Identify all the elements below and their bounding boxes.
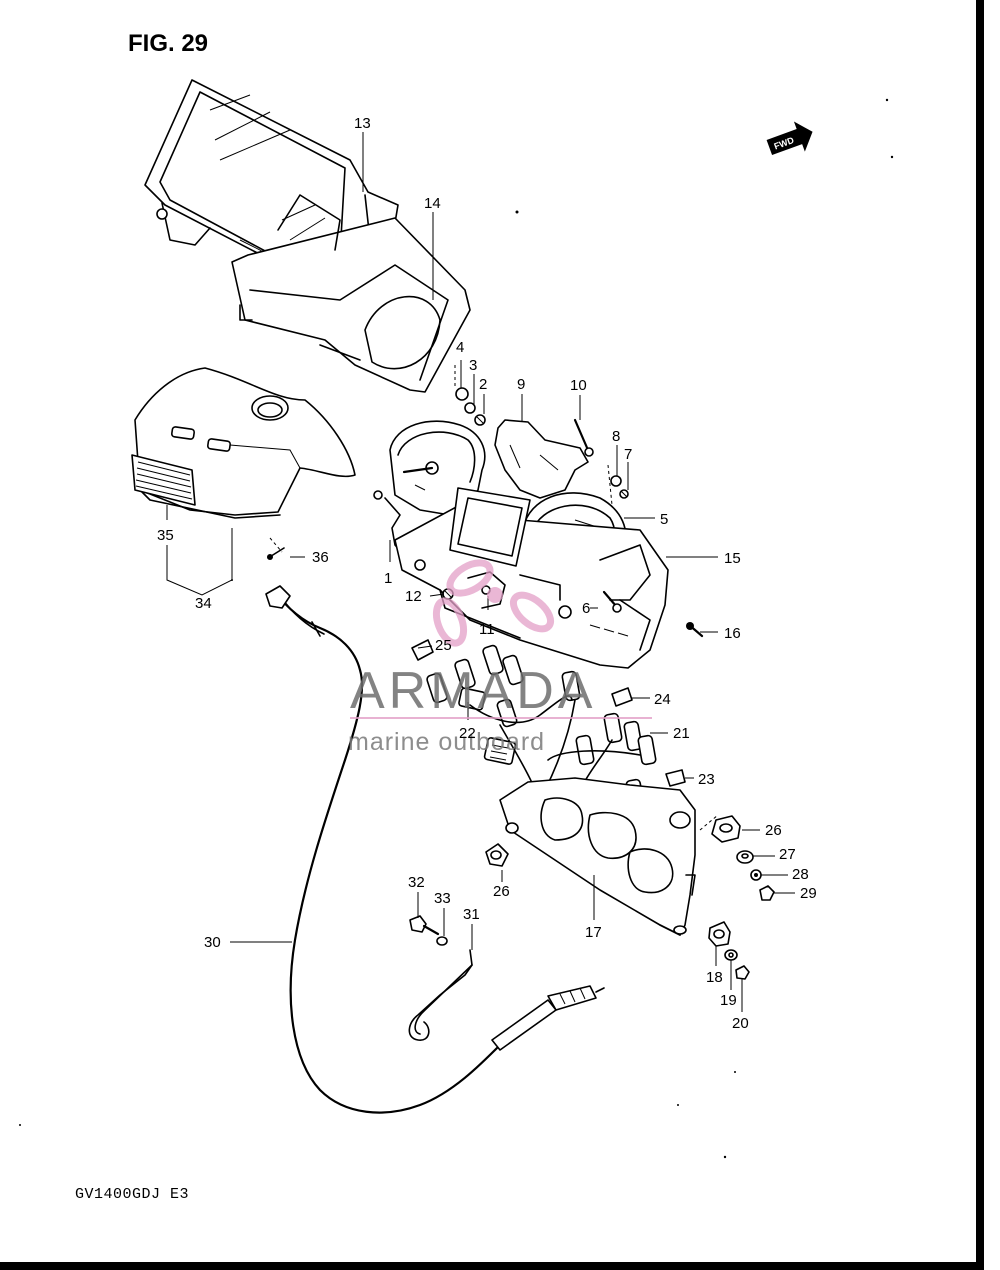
- part-24-grommet[interactable]: [611, 687, 633, 707]
- callout-4: 4: [456, 339, 464, 356]
- part-10-screw[interactable]: [573, 418, 594, 457]
- part-32-bolt[interactable]: [409, 915, 440, 936]
- part-26-grommet-left[interactable]: [485, 843, 509, 867]
- part-20-nut[interactable]: [735, 965, 750, 980]
- callout-10: 10: [570, 377, 587, 394]
- part-2-screw[interactable]: [474, 414, 486, 426]
- callout-31: 31: [463, 906, 480, 923]
- figure-title: FIG. 29: [128, 30, 209, 57]
- part-26-grommet-right[interactable]: [699, 814, 741, 843]
- callout-19: 19: [720, 992, 737, 1009]
- callout-12: 12: [405, 588, 422, 605]
- part-8-washer[interactable]: [607, 464, 622, 506]
- part-28-washer[interactable]: [750, 869, 762, 881]
- callout-26-right: 26: [765, 822, 782, 839]
- part-15-meter-housing[interactable]: [394, 487, 669, 669]
- part-36-screw[interactable]: [267, 537, 285, 560]
- callout-16: 16: [724, 625, 741, 642]
- callout-29: 29: [800, 885, 817, 902]
- callout-17: 17: [585, 924, 602, 941]
- part-17-lower-case[interactable]: [499, 777, 696, 936]
- pink-propeller-logo-icon: [432, 559, 555, 647]
- callout-2: 2: [479, 376, 487, 393]
- callout-24: 24: [654, 691, 671, 708]
- callout-25: 25: [435, 637, 452, 654]
- callout-5: 5: [660, 511, 668, 528]
- callout-1: 1: [384, 570, 392, 587]
- callout-9: 9: [517, 376, 525, 393]
- part-35-grille[interactable]: [131, 454, 196, 506]
- callout-3: 3: [469, 357, 477, 374]
- page-border-bottom: [0, 1262, 984, 1270]
- callout-33: 33: [434, 890, 451, 907]
- callout-30: 30: [204, 934, 221, 951]
- part-18-grommet[interactable]: [708, 921, 731, 947]
- part-14-meter-panel[interactable]: [231, 194, 471, 393]
- part-23-grommet[interactable]: [665, 769, 686, 787]
- part-29-nut[interactable]: [759, 885, 775, 901]
- armada-watermark: ARMADA marine outboard: [348, 559, 652, 756]
- callout-28: 28: [792, 866, 809, 883]
- callout-8: 8: [612, 428, 620, 445]
- page-border-right: [976, 0, 984, 1270]
- part-33-washer[interactable]: [436, 936, 448, 946]
- callout-15: 15: [724, 550, 741, 567]
- callout-22: 22: [459, 725, 476, 742]
- part-19-collar[interactable]: [724, 949, 738, 961]
- callout-7: 7: [624, 446, 632, 463]
- forward-arrow-icon: FWD: [766, 121, 813, 156]
- callout-32: 32: [408, 874, 425, 891]
- callout-14: 14: [424, 195, 441, 212]
- callout-23: 23: [698, 771, 715, 788]
- part-3-washer[interactable]: [464, 402, 476, 414]
- part-25-grommet[interactable]: [411, 639, 434, 661]
- part-16-screw[interactable]: [686, 622, 704, 638]
- callout-13: 13: [354, 115, 371, 132]
- part-30-speedometer-cable[interactable]: [265, 585, 605, 1114]
- callout-18: 18: [706, 969, 723, 986]
- watermark-brand: ARMADA: [350, 662, 596, 720]
- part-9-plate[interactable]: [494, 419, 589, 499]
- part-4-washer[interactable]: [454, 365, 469, 401]
- part-6-screw[interactable]: [602, 590, 622, 613]
- callout-21: 21: [673, 725, 690, 742]
- model-code: GV1400GDJ E3: [75, 1186, 190, 1203]
- part-27-collar[interactable]: [736, 850, 754, 864]
- part-31-clip[interactable]: [408, 949, 473, 1041]
- callout-labels: 13 14 4 3 2 9 10 8 7 5 15 16 6 11 12 1 3…: [157, 115, 817, 1032]
- callout-35: 35: [157, 527, 174, 544]
- callout-20: 20: [732, 1015, 749, 1032]
- callout-36: 36: [312, 549, 329, 566]
- callout-26-left: 26: [493, 883, 510, 900]
- part-22-bulb-socket-group[interactable]: [426, 644, 524, 765]
- scan-specks: [19, 98, 894, 1159]
- leader-lines: [166, 132, 795, 1012]
- callout-34: 34: [195, 595, 212, 612]
- part-7-screw[interactable]: [619, 489, 629, 499]
- callout-27: 27: [779, 846, 796, 863]
- callout-6: 6: [582, 600, 590, 617]
- watermark-tagline: marine outboard: [348, 728, 545, 756]
- callout-11: 11: [479, 621, 495, 638]
